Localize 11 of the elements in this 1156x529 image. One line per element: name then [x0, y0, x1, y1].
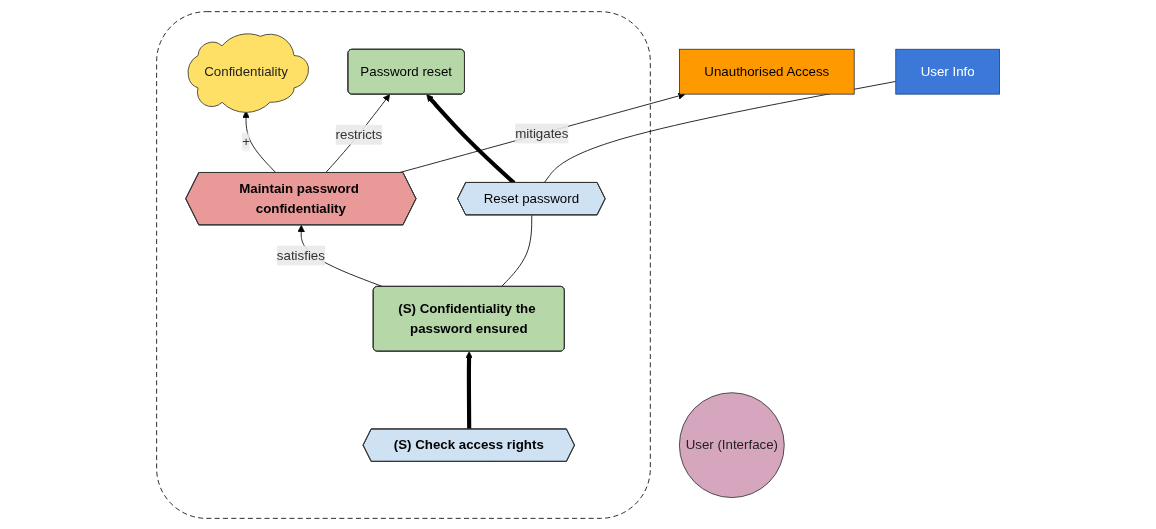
node-circle: User (Interface) [678, 391, 785, 498]
edge-label: + [242, 133, 250, 148]
connector [543, 80, 897, 183]
arrow [465, 350, 473, 429]
cluster [156, 10, 651, 519]
node-box: User Info [895, 48, 1000, 95]
node-box: Unauthorised Access [678, 48, 855, 95]
connector [500, 214, 533, 287]
edge-label: restricts [335, 126, 383, 141]
edge-label: mitigates [515, 125, 569, 140]
edge-label: satisfies [276, 247, 325, 262]
